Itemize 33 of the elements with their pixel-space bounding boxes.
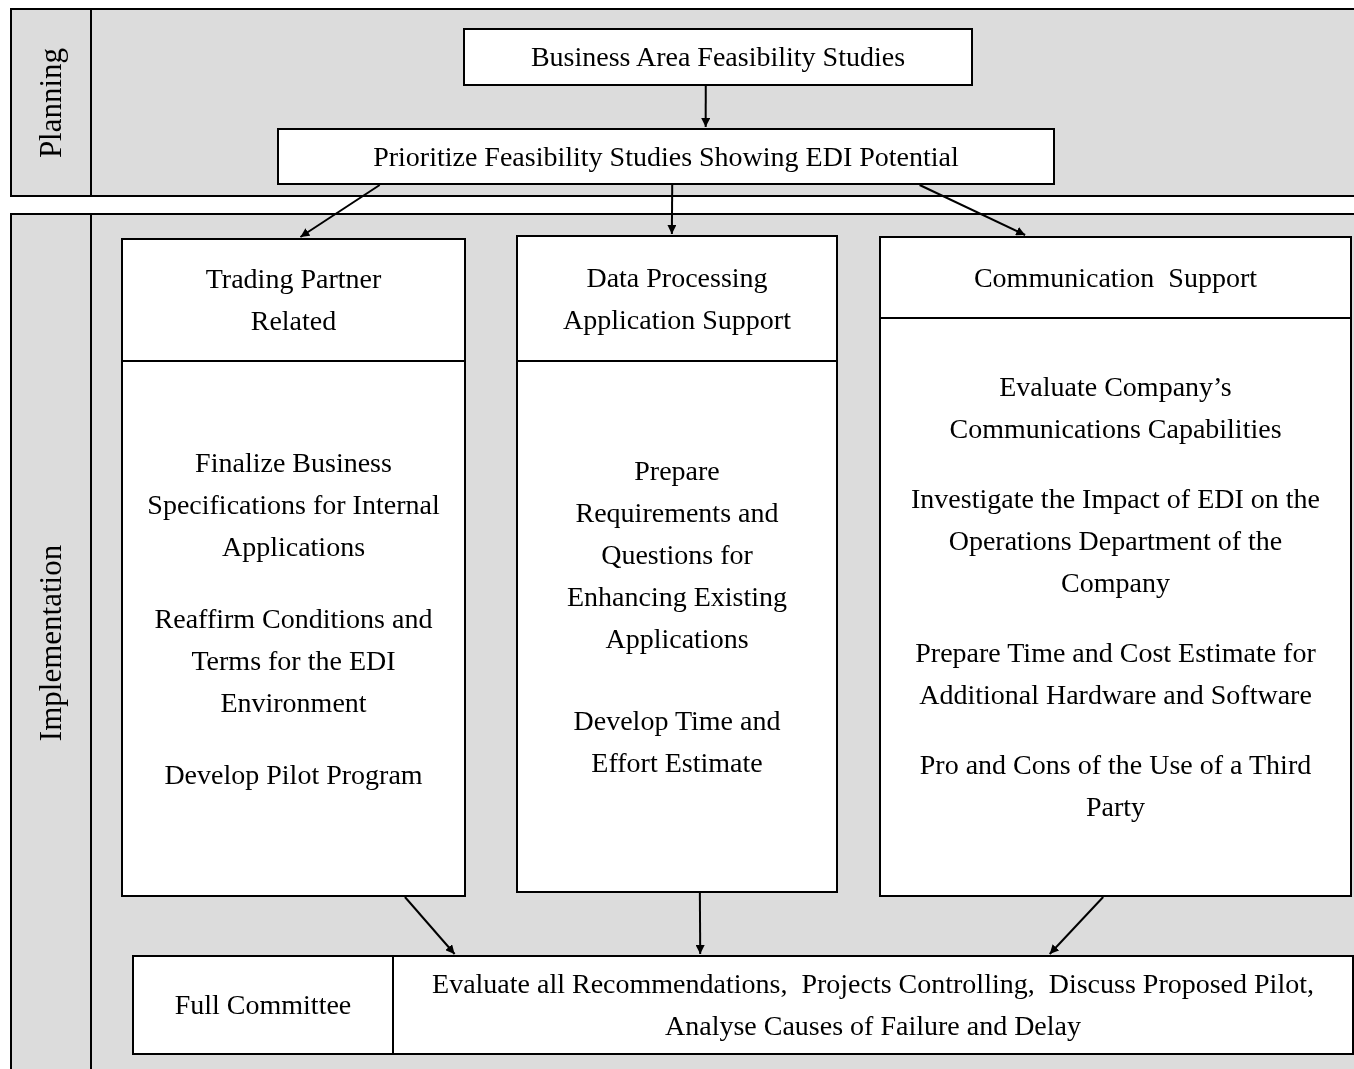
arrow bbox=[695, 892, 705, 955]
task-column bbox=[121, 238, 466, 897]
committee-box bbox=[132, 955, 1354, 1055]
box-text: Pro and Cons of the Use of a Third Party bbox=[918, 748, 1313, 824]
box-text: Reaffirm Conditions and Terms for the EDI Environment bbox=[153, 601, 434, 720]
arrow bbox=[403, 896, 456, 955]
box-text: Develop Time and Effort Estimate bbox=[572, 703, 782, 780]
box-text: Communication Support bbox=[973, 260, 1258, 295]
arrow bbox=[1048, 896, 1105, 955]
box-text: Prioritize Feasibility Studies Showing EDI Potential bbox=[373, 139, 959, 174]
process-box bbox=[463, 28, 973, 86]
task-column bbox=[879, 236, 1352, 897]
arrow bbox=[299, 184, 381, 238]
arrow bbox=[701, 85, 711, 128]
swimlane-band bbox=[10, 8, 1354, 197]
box-text: Develop Pilot Program bbox=[163, 757, 424, 792]
box-text: Data Processing Application Support bbox=[562, 260, 792, 337]
box-text: Business Area Feasibility Studies bbox=[530, 40, 906, 74]
arrow bbox=[667, 184, 677, 235]
process-box bbox=[277, 128, 1055, 185]
box-text: Prepare Time and Cost Estimate for Additional Hardware and Software bbox=[914, 636, 1317, 712]
lane-label: Implementation bbox=[33, 544, 69, 742]
box-text: Trading Partner Related bbox=[204, 262, 383, 338]
task-column bbox=[516, 235, 838, 893]
box-text: Prepare Requirements and Questions for Enhancing Existing Applications bbox=[566, 453, 788, 656]
box-text: Investigate the Impact of EDI on the Operations Department of the Company bbox=[910, 482, 1321, 600]
box-text: Full Committee bbox=[174, 988, 352, 1022]
box-text: Evaluate all Recommendations, Projects Controlling, Discuss Proposed Pilot, Analyse Causes of Failure and Delay bbox=[431, 967, 1315, 1043]
box-text: Evaluate Company’s Communications Capabilities bbox=[948, 370, 1283, 446]
arrow bbox=[918, 184, 1027, 236]
lane-label: Planning bbox=[33, 47, 69, 158]
swimlane-band bbox=[10, 213, 1354, 1069]
box-text: Finalize Business Specifications for Internal Applications bbox=[146, 445, 441, 564]
